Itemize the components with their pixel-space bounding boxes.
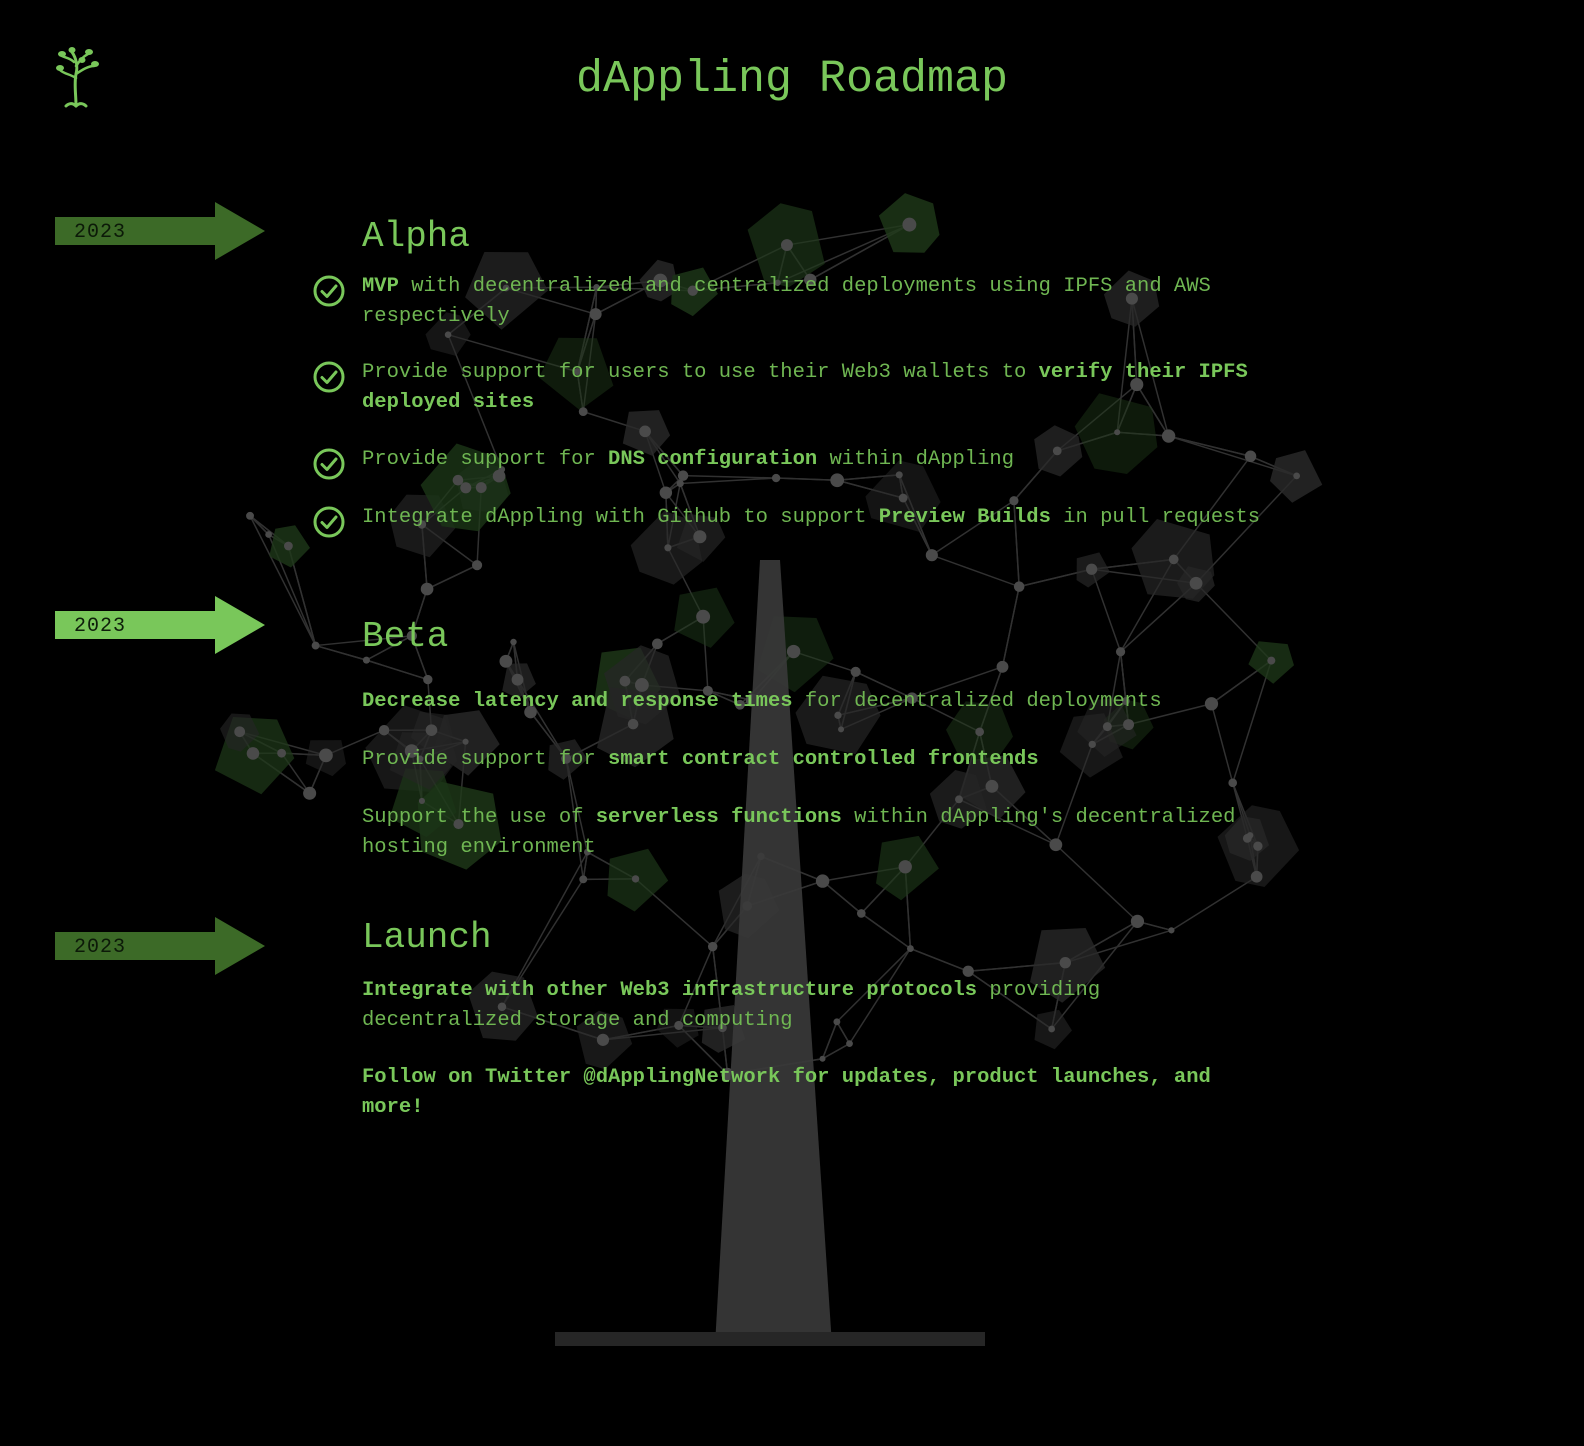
item-text-bold: verify their IPFS deployed sites bbox=[362, 361, 1248, 414]
tree-ground bbox=[555, 1332, 985, 1346]
page-title: dAppling Roadmap bbox=[575, 54, 1009, 105]
roadmap-item: Integrate with other Web3 infrastructure… bbox=[362, 976, 1272, 1035]
timeline-year: 2023 bbox=[74, 221, 127, 244]
item-text: Provide support for bbox=[362, 748, 609, 771]
check-circle-icon bbox=[313, 361, 345, 393]
timeline-arrow: 2023 bbox=[55, 917, 267, 975]
check-circle-icon bbox=[313, 275, 345, 307]
item-text-bold: Decrease latency and response times bbox=[362, 690, 793, 713]
item-text: Provide support for bbox=[362, 448, 609, 471]
item-text-bold: MVP bbox=[362, 275, 399, 298]
item-text: Provide support for users to use their W… bbox=[362, 361, 1039, 384]
arrow-right-icon bbox=[55, 596, 265, 654]
item-text-bold[interactable]: Follow on Twitter @dApplingNetwork for u… bbox=[362, 1066, 1211, 1119]
roadmap-item: Support the use of serverless functions … bbox=[362, 803, 1272, 862]
phase-title: Launch bbox=[362, 917, 492, 958]
item-text: in pull requests bbox=[1050, 506, 1261, 529]
timeline-year: 2023 bbox=[74, 936, 127, 959]
item-text: with decentralized and centralized deplo… bbox=[362, 275, 1211, 328]
twitter-follow-link[interactable]: Follow on Twitter @dApplingNetwork for u… bbox=[362, 1063, 1272, 1122]
item-text-bold: Preview Builds bbox=[878, 506, 1051, 529]
roadmap-item: Provide support for DNS configuration wi… bbox=[313, 445, 1272, 480]
item-text: providing decentralized storage and comp… bbox=[362, 979, 1101, 1032]
arrow-right-icon bbox=[55, 202, 265, 260]
item-text-bold: Integrate with other Web3 infrastructure… bbox=[362, 979, 978, 1002]
roadmap-item: Provide support for smart contract contr… bbox=[362, 745, 1272, 775]
roadmap-item: Decrease latency and response times for … bbox=[362, 687, 1272, 717]
roadmap-item: Provide support for users to use their W… bbox=[313, 358, 1272, 417]
check-circle-icon bbox=[313, 448, 345, 480]
item-text-bold: smart contract controlled frontends bbox=[608, 748, 1039, 771]
item-text: Support the use of bbox=[362, 806, 596, 829]
arrow-right-icon bbox=[55, 917, 265, 975]
item-text: for decentralized deployments bbox=[792, 690, 1162, 713]
item-text: Integrate dAppling with Github to suppor… bbox=[362, 506, 879, 529]
tree-trunk bbox=[715, 560, 832, 1345]
phase-title: Alpha bbox=[362, 216, 471, 257]
timeline-year: 2023 bbox=[74, 615, 127, 638]
roadmap-item: MVP with decentralized and centralized d… bbox=[313, 272, 1272, 331]
timeline-arrow: 2023 bbox=[55, 202, 267, 260]
timeline-arrow: 2023 bbox=[55, 596, 267, 654]
phase-title: Beta bbox=[362, 616, 449, 657]
item-text-bold: DNS configuration bbox=[608, 448, 818, 471]
roadmap-item: Integrate dAppling with Github to suppor… bbox=[313, 503, 1272, 538]
item-text: within dAppling bbox=[817, 448, 1015, 471]
item-text-bold: serverless functions bbox=[595, 806, 842, 829]
check-circle-icon bbox=[313, 506, 345, 538]
tree-logo-icon[interactable] bbox=[52, 44, 100, 108]
item-text: within dAppling's decentralized hosting … bbox=[362, 806, 1236, 859]
